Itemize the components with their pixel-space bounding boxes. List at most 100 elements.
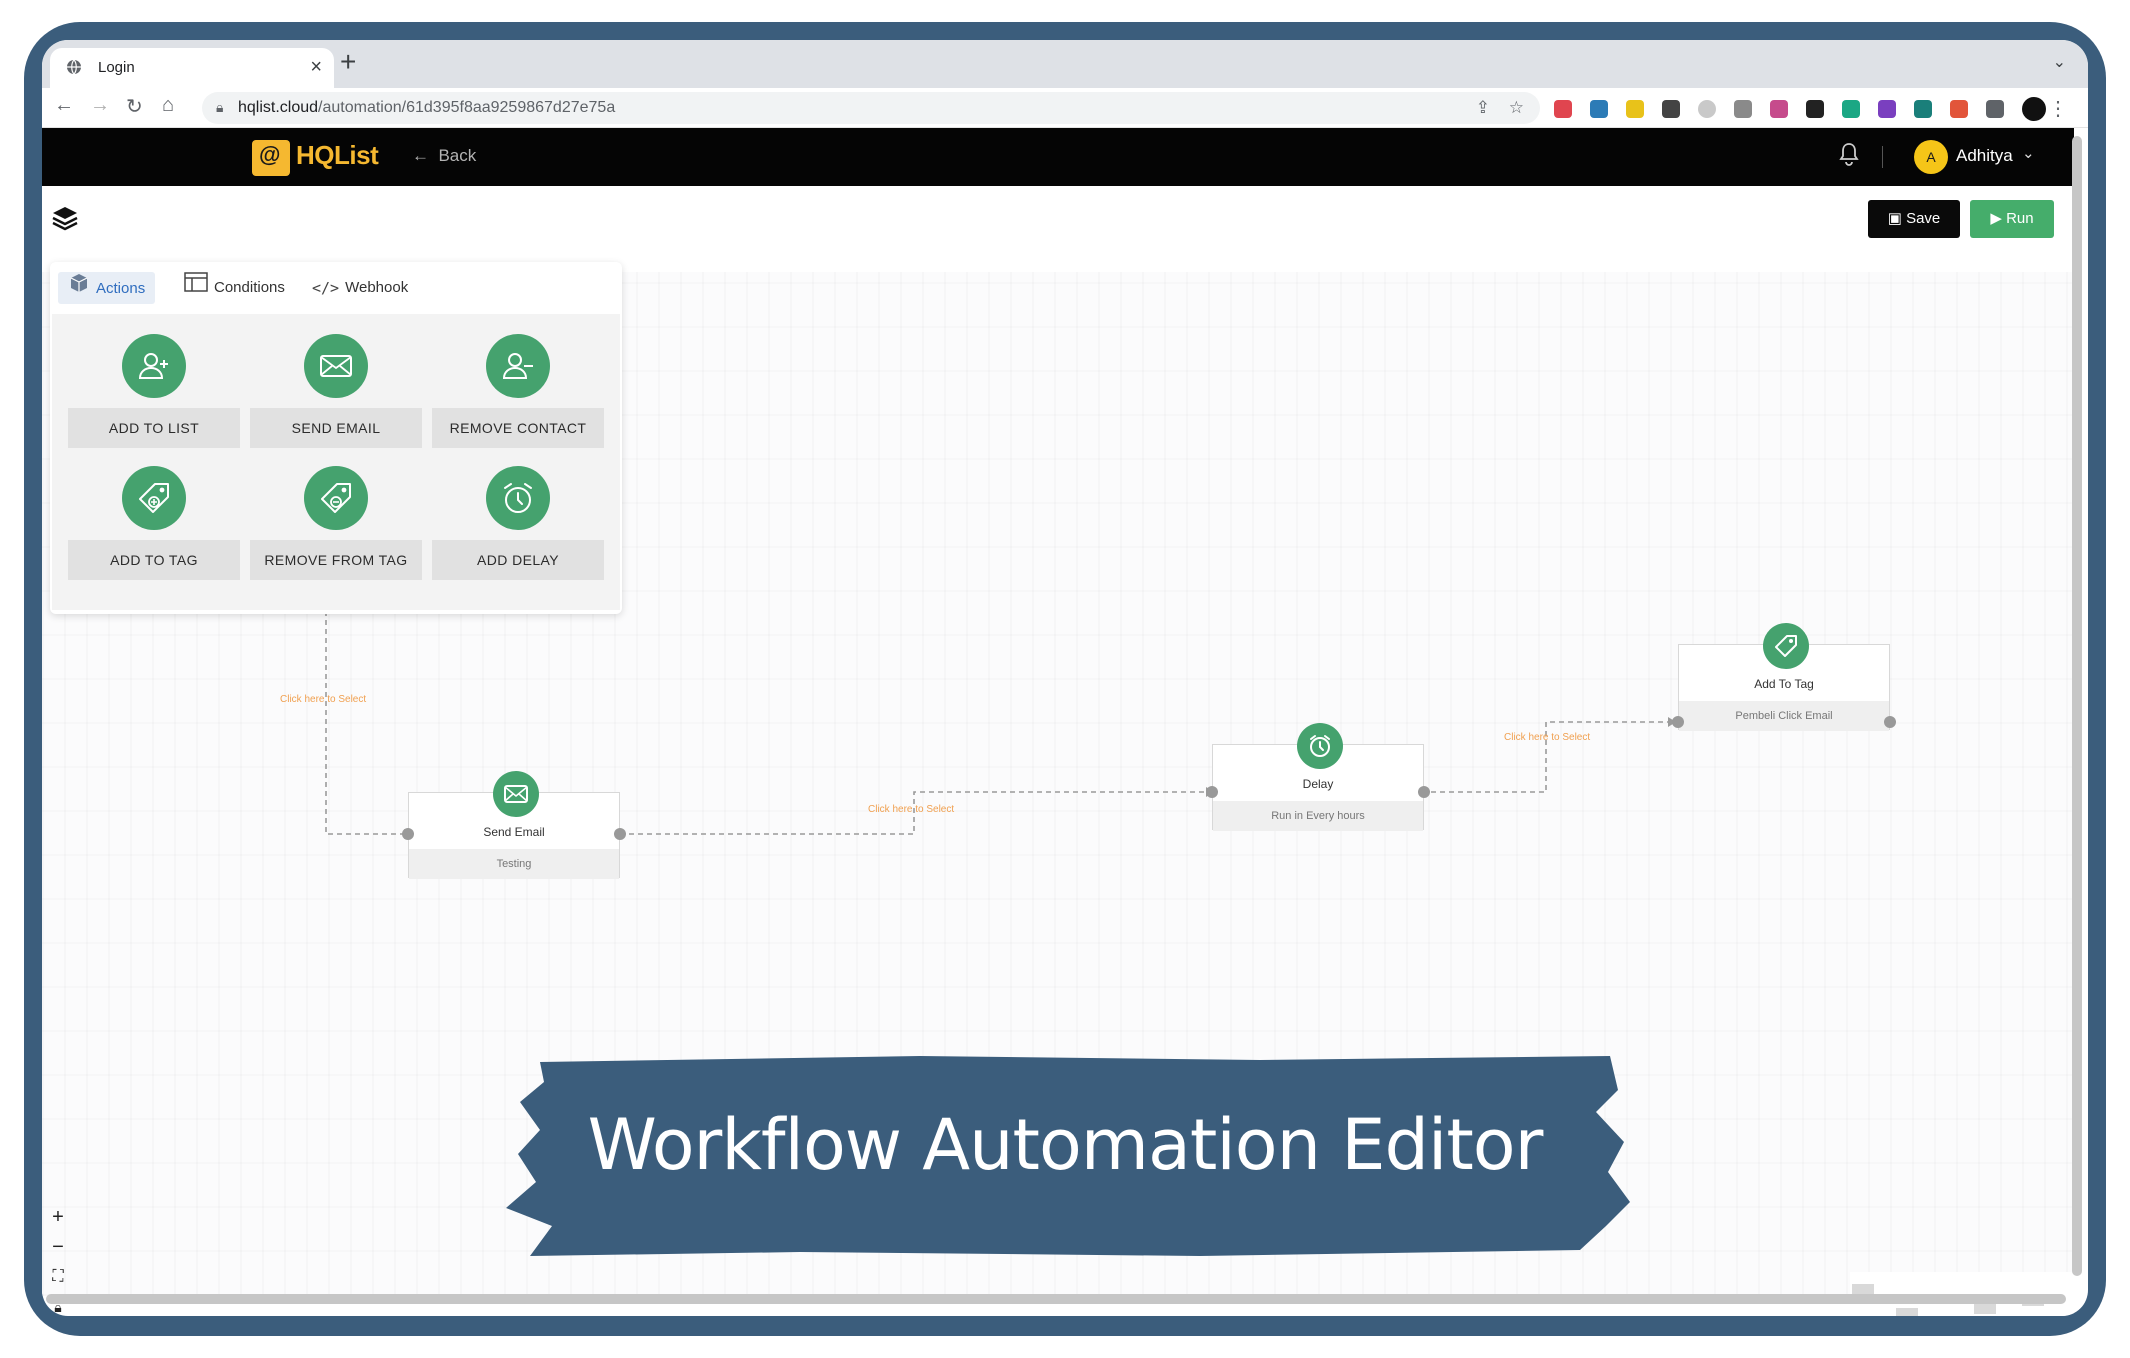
action-send-email[interactable]: SEND EMAIL [250,334,422,464]
logo-mark: @ [252,140,290,176]
tab-title: Login [98,59,135,76]
zoom-out-button[interactable]: − [52,1236,64,1258]
action-remove-contact[interactable]: REMOVE CONTACT [432,334,604,464]
app-header: @ HQList ← Back A Adhitya ⌄ [42,128,2074,186]
close-icon[interactable]: × [310,56,322,78]
action-label: ADD TO TAG [68,540,240,580]
extension-icon[interactable] [1590,100,1608,118]
action-label: SEND EMAIL [250,408,422,448]
envelope-icon [493,771,539,817]
envelope-icon [304,334,368,398]
browser-window: Login × + ⌄ ← → ↻ ⌂ 🔒︎ hqlist.cloud/auto… [42,40,2088,1316]
action-label: ADD DELAY [432,540,604,580]
chevron-down-icon[interactable]: ⌄ [2052,54,2066,71]
action-add-to-tag[interactable]: ADD TO TAG [68,466,240,596]
address-bar[interactable]: 🔒︎ hqlist.cloud/automation/61d395f8aa925… [202,92,1540,124]
table-icon [184,272,208,304]
extension-icon[interactable] [1734,100,1752,118]
code-icon: </> [312,279,340,298]
globe-icon [66,59,82,80]
action-label: REMOVE CONTACT [432,408,604,448]
header-divider [1882,146,1883,168]
tab-webhook[interactable]: </>Webhook [302,272,418,304]
actions-panel: Actions Conditions </>Webhook ADD TO LIS… [50,262,622,614]
bell-icon[interactable] [1838,142,1860,171]
extension-icon[interactable] [1842,100,1860,118]
action-remove-from-tag[interactable]: REMOVE FROM TAG [250,466,422,596]
tag-minus-icon [304,466,368,530]
browser-tab[interactable]: Login × [50,48,334,88]
extension-icon[interactable] [1662,100,1680,118]
new-tab-button[interactable]: + [340,46,357,77]
layers-icon[interactable] [50,204,80,239]
extension-icon[interactable] [1554,100,1572,118]
action-label: ADD TO LIST [68,408,240,448]
more-menu-icon[interactable]: ⋮ [2048,98,2068,120]
play-icon: ▶ [1990,210,2007,227]
flow-node-delay[interactable]: Delay Run in Every hours [1212,723,1424,831]
horizontal-scrollbar[interactable] [46,1294,2066,1304]
user-plus-icon [122,334,186,398]
home-icon[interactable]: ⌂ [162,94,175,116]
zoom-in-button[interactable]: + [52,1206,64,1228]
cube-icon [68,272,90,306]
chevron-down-icon[interactable]: ⌄ [2022,145,2035,162]
extension-icon[interactable] [1626,100,1644,118]
node-output-port[interactable] [1884,716,1896,728]
node-title: Delay [1302,777,1334,791]
vertical-scrollbar[interactable] [2072,136,2082,1276]
forward-arrow-icon[interactable]: → [90,94,110,116]
extension-icon[interactable] [1950,100,1968,118]
tab-actions[interactable]: Actions [58,272,156,306]
share-icon[interactable]: ⇪ [1475,98,1490,117]
banner-title: Workflow Automation Editor [587,1104,1544,1186]
title-banner: Workflow Automation Editor [500,1050,1630,1260]
flow-node-add-to-tag[interactable]: Add To Tag Pembeli Click Email [1678,623,1890,731]
reload-icon[interactable]: ↻ [126,96,143,118]
user-minus-icon [486,334,550,398]
node-subtitle: Testing [409,849,619,879]
save-button[interactable]: ▣ Save [1868,200,1960,238]
node-output-port[interactable] [614,828,626,840]
edge-delay-to-add-tag [1422,721,1670,793]
profile-avatar[interactable] [2022,97,2046,121]
edge-label[interactable]: Click here to Select [868,804,955,815]
node-input-port[interactable] [1206,786,1218,798]
logo-text: HQList [296,140,379,170]
extension-icon[interactable] [1770,100,1788,118]
node-subtitle: Pembeli Click Email [1679,701,1889,731]
arrow-left-icon: ← [412,146,439,165]
tag-icon [1763,623,1809,669]
action-label: REMOVE FROM TAG [250,540,422,580]
tab-conditions[interactable]: Conditions [174,272,295,304]
back-arrow-icon[interactable]: ← [54,94,74,116]
edge-label[interactable]: Click here to Select [1504,732,1591,743]
fit-view-icon[interactable]: ⛶ [52,1268,64,1285]
floppy-disk-icon: ▣ [1887,210,1907,227]
puzzle-icon[interactable] [1986,100,2004,118]
lock-icon[interactable]: 🔒︎ [54,1299,62,1315]
actions-grid: ADD TO LIST SEND EMAIL REMOVE CONTACT AD… [52,314,620,610]
browser-tabstrip: Login × + ⌄ [42,40,2088,88]
action-add-to-list[interactable]: ADD TO LIST [68,334,240,464]
flow-node-send-email[interactable]: Send Email Testing [408,771,620,879]
node-input-port[interactable] [402,828,414,840]
action-add-delay[interactable]: ADD DELAY [432,466,604,596]
lock-icon: 🔒︎ [216,99,224,115]
extension-icon[interactable] [1878,100,1896,118]
run-button[interactable]: ▶ Run [1970,200,2054,238]
extension-icon[interactable] [1698,100,1716,118]
node-input-port[interactable] [1672,716,1684,728]
edge-label[interactable]: Click here to Select [280,694,367,705]
node-title: Add To Tag [1754,677,1814,691]
node-output-port[interactable] [1418,786,1430,798]
extension-icon[interactable] [1914,100,1932,118]
alarm-clock-icon [486,466,550,530]
star-icon[interactable]: ☆ [1508,98,1524,117]
user-name[interactable]: Adhitya [1956,146,2013,165]
extension-icon[interactable] [1806,100,1824,118]
back-button[interactable]: ← Back [412,146,476,166]
node-subtitle: Run in Every hours [1213,801,1423,831]
avatar[interactable]: A [1914,140,1948,174]
edge-send-email-to-delay [620,791,1208,835]
